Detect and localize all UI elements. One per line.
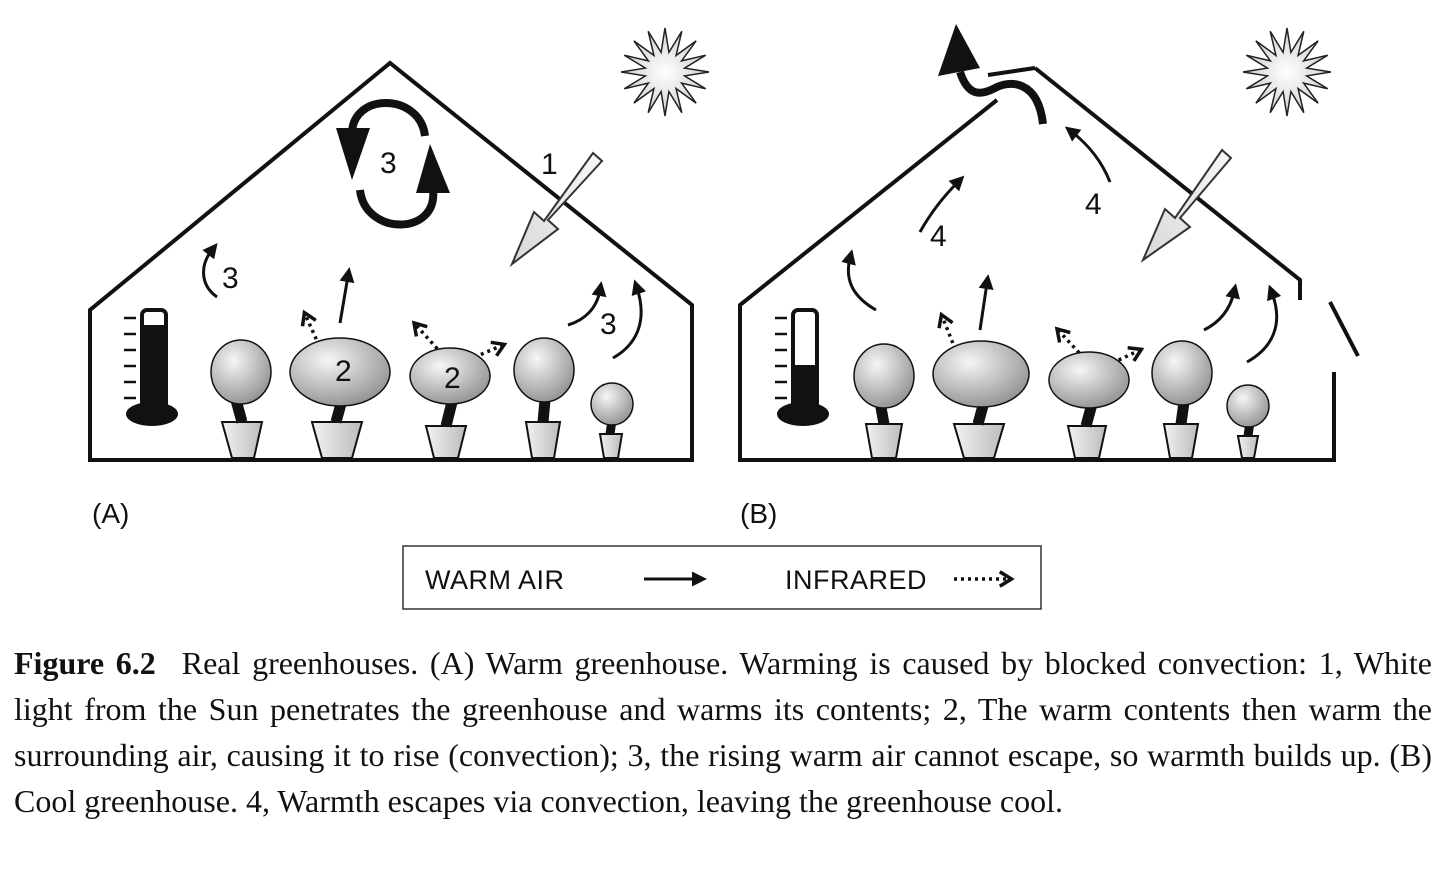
- sun-icon: [620, 27, 710, 117]
- warm-air-arrow: [1064, 126, 1112, 183]
- plant-icon: [590, 382, 634, 459]
- warm-air-arrow: [612, 279, 646, 360]
- sunlight-arrow: [1140, 148, 1233, 263]
- warm-air-arrow: [567, 281, 607, 327]
- plant-icon: [409, 347, 491, 459]
- panel-b-label: (B): [740, 498, 777, 529]
- label-escaping-air: 4: [1085, 188, 1102, 221]
- panel-a-label: (A): [92, 498, 129, 529]
- label-warm-contents: 2: [335, 355, 352, 388]
- warm-air-arrow: [1246, 284, 1282, 364]
- legend: WARM AIR INFRARED: [402, 545, 1042, 610]
- thermometer-icon: [775, 308, 829, 426]
- greenhouse-b-outline: [738, 66, 1336, 462]
- label-rising-air: 3: [600, 308, 617, 341]
- warm-air-arrow: [338, 267, 355, 324]
- warm-air-arrow: [1203, 283, 1241, 332]
- warm-air-arrow: [841, 249, 877, 312]
- legend-warm-air-label: WARM AIR: [425, 565, 565, 595]
- open-vent: [987, 66, 1036, 77]
- panel-b-cool-greenhouse: 4 4: [738, 24, 1360, 529]
- plant-icon: [1226, 384, 1270, 459]
- greenhouse-a-outline: [88, 60, 694, 462]
- sunlight-arrow: [509, 151, 604, 268]
- thermometer-icon: [124, 308, 178, 426]
- plant-icon: [932, 340, 1030, 459]
- legend-infrared-label: INFRARED: [785, 565, 927, 595]
- label-trapped-convection: 3: [380, 147, 397, 180]
- plant-icon: [210, 339, 272, 459]
- caption-text: Real greenhouses. (A) Warm greenhouse. W…: [14, 645, 1433, 819]
- label-white-light: 1: [541, 148, 558, 181]
- escaping-air-arrow: [956, 70, 1047, 125]
- figure-label: Figure 6.2: [14, 645, 156, 681]
- convection-loop-icon: [336, 99, 450, 229]
- plant-icon: [513, 337, 575, 459]
- plant-icon: [289, 337, 391, 459]
- plant-icon: [853, 343, 915, 459]
- panel-a-warm-greenhouse: 1 3 3 3: [88, 27, 710, 529]
- label-rising-air: 3: [222, 262, 239, 295]
- label-warm-contents: 2: [444, 362, 461, 395]
- label-escaping-air: 4: [930, 220, 947, 253]
- plant-icon: [1151, 340, 1213, 459]
- open-door: [1328, 301, 1360, 357]
- plant-icon: [1048, 351, 1130, 459]
- warm-air-arrow: [978, 274, 994, 331]
- warm-air-arrow: [202, 242, 218, 299]
- sun-icon: [1242, 27, 1332, 117]
- warm-air-arrow: [918, 175, 965, 233]
- greenhouse-diagram: 1 3 3 3: [88, 24, 1360, 610]
